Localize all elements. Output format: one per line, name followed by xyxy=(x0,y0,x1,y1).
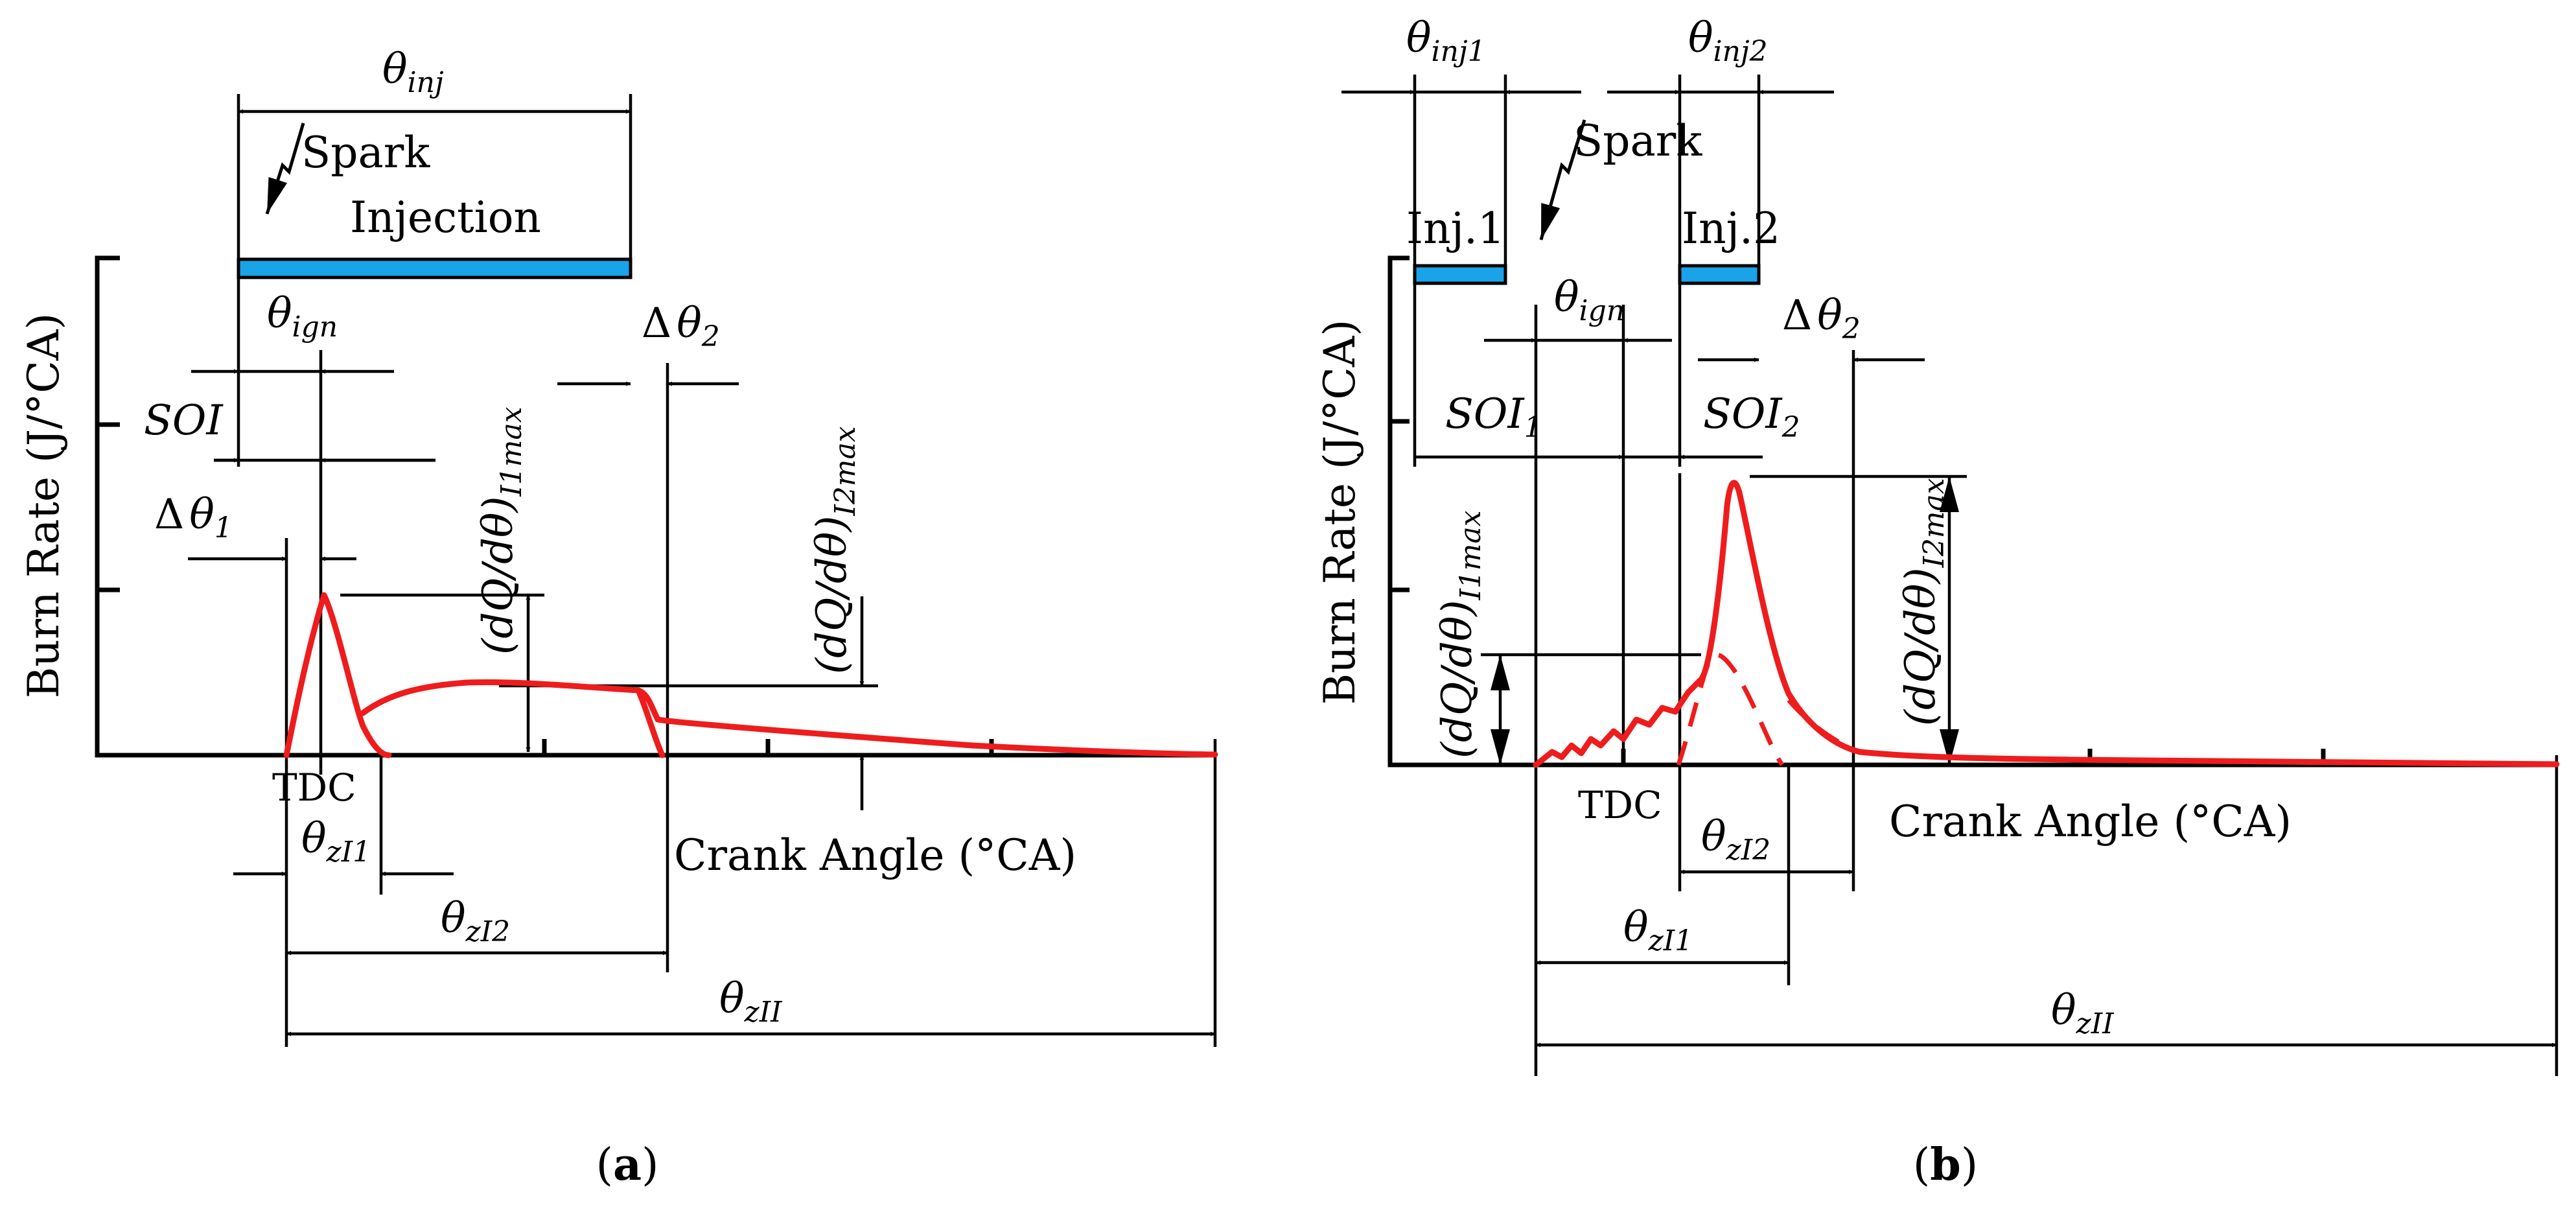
panel-a-injection-label: Injection xyxy=(350,193,541,242)
panel-b-soi1-label: SOI1 xyxy=(1445,390,1542,444)
panel-a-zi2-label: θzI2 xyxy=(441,895,510,948)
panel-a-injection-bar xyxy=(237,257,632,279)
panel-a-zii-label: θzII xyxy=(719,975,783,1029)
panel-a-tdc-label: TDC xyxy=(272,766,356,810)
panel-a-zi1-label: θzI1 xyxy=(301,815,371,869)
panel-b-burn-rate-inj1 xyxy=(1676,652,1784,766)
panel-b-inj2-bar xyxy=(1678,264,1761,285)
panel-b: Burn Rate (J/°CA) Inj.1 Inj.2 Spark θinj… xyxy=(1315,14,2560,1191)
panel-b-spark-icon xyxy=(1539,119,1586,240)
panel-a-y-axis-label: Burn Rate (J/°CA) xyxy=(19,313,69,699)
panel-a-burn-rate-curve-1 xyxy=(283,592,392,758)
panel-a-theta-ign-label: θign xyxy=(267,290,338,344)
panel-b-x-axis-label: Crank Angle (°CA) xyxy=(1889,797,2292,847)
panel-a-burn-rate-curve-2-end xyxy=(635,687,666,758)
panel-a-x-axis-label: Crank Angle (°CA) xyxy=(674,830,1076,880)
panel-a-caption: (a) xyxy=(596,1139,658,1191)
panel-b-inj1-bar xyxy=(1413,264,1507,285)
panel-a-theta-inj-label: θinj xyxy=(382,45,444,99)
panel-a-spark-label: Spark xyxy=(301,128,430,178)
panel-b-inj2-theta-label: θinj2 xyxy=(1688,14,1768,68)
panel-b-inj2-label: Inj.2 xyxy=(1682,204,1780,253)
panel-a-i2max-label: (dQ/dθ)I2max xyxy=(808,426,862,674)
panel-b-inj1-theta-label: θinj1 xyxy=(1406,14,1486,68)
panel-b-i2max-label: (dQ/dθ)I2max xyxy=(1897,478,1951,726)
panel-b-i1max-label: (dQ/dθ)I1max xyxy=(1433,510,1487,758)
panel-b-zii-label: θzII xyxy=(2051,987,2115,1040)
panel-b-burn-rate-total xyxy=(1533,480,2560,768)
panel-b-zi2-label: θzI2 xyxy=(1701,813,1770,867)
panel-b-ign-label: θign xyxy=(1554,274,1625,327)
panel-b-y-axis xyxy=(1387,255,2557,768)
panel-a-soi-label: SOI xyxy=(144,397,224,445)
panel-b-soi2-label: SOI2 xyxy=(1703,390,1800,444)
panel-a-burn-rate-curve-2 xyxy=(360,679,1218,758)
panel-b-burn-rate-inj2 xyxy=(1787,698,1861,755)
panel-a-spark-icon xyxy=(265,123,305,215)
panel-b-y-axis-label: Burn Rate (J/°CA) xyxy=(1315,320,1365,705)
panel-b-caption: (b) xyxy=(1913,1139,1978,1191)
panel-a-i1max-label: (dQ/dθ)I1max xyxy=(474,406,528,655)
panel-a-y-axis xyxy=(95,255,1215,758)
panel-b-inj1-label: Inj.1 xyxy=(1406,204,1505,253)
panel-a: Burn Rate (J/°CA) Injection Spark θinj θ… xyxy=(19,45,1218,1191)
panel-b-spark-label: Spark xyxy=(1573,116,1702,166)
panel-b-tdc-label: TDC xyxy=(1578,783,1662,827)
panel-b-zi1-label: θzI1 xyxy=(1623,904,1693,957)
